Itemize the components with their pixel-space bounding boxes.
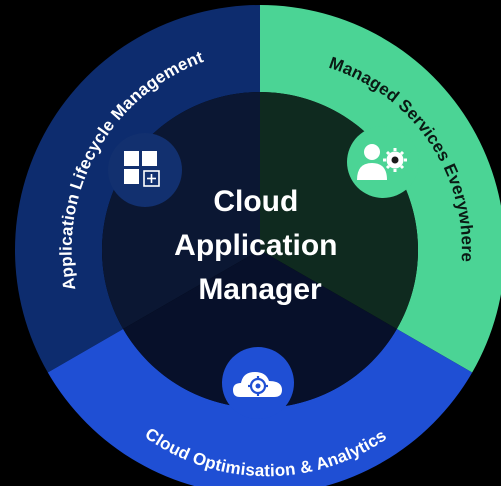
cloud-gear-icon xyxy=(233,372,282,397)
user-gear-icon xyxy=(357,144,407,180)
segment-lifecycle-ring xyxy=(15,5,260,373)
segment-optimisation-inner xyxy=(123,250,397,408)
center-title: Cloud Application Manager xyxy=(174,185,346,306)
lifecycle-badge xyxy=(108,133,182,207)
segment-managed-services-ring xyxy=(260,5,501,373)
title-line-2: Application xyxy=(174,229,337,262)
managed-services-badge xyxy=(347,126,419,198)
title-line-1: Cloud xyxy=(213,185,298,218)
segment-optimisation-ring xyxy=(47,329,473,486)
windows-add-icon xyxy=(124,151,160,187)
title-line-3: Manager xyxy=(198,273,322,306)
optimisation-badge xyxy=(222,347,294,419)
